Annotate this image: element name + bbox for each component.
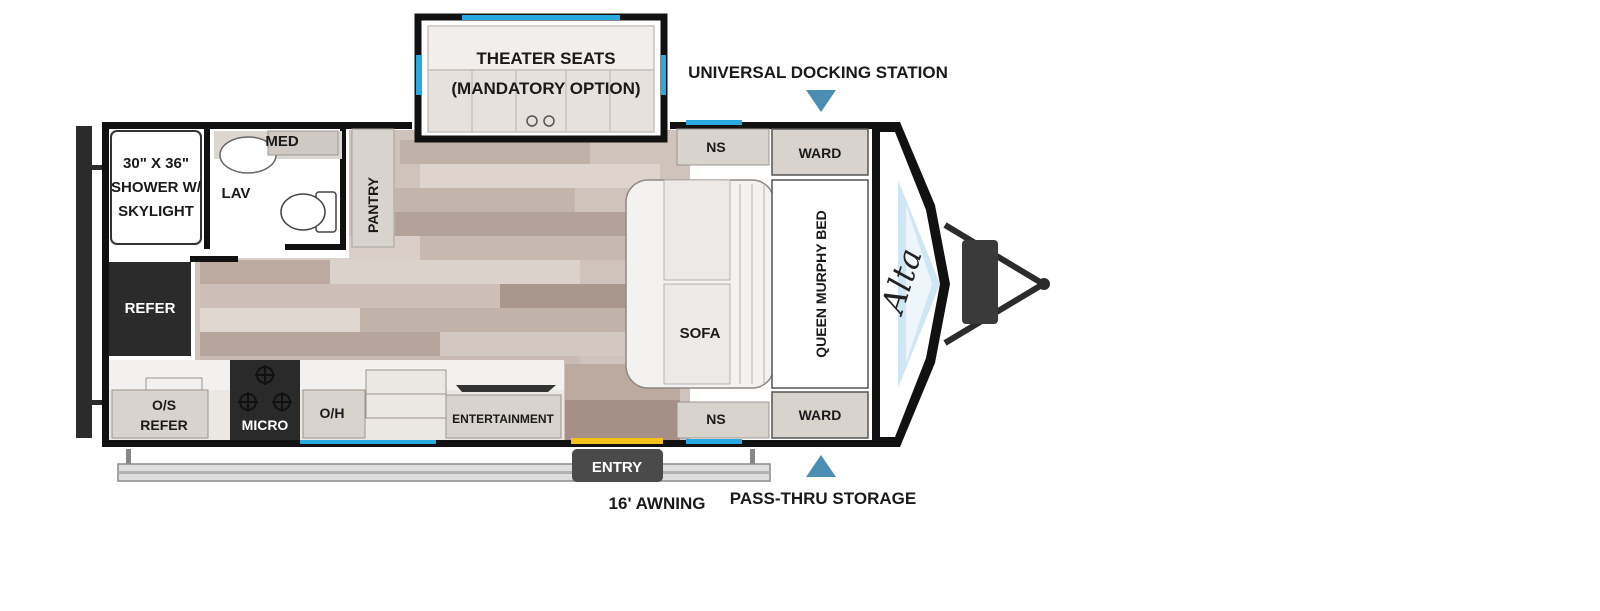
- pantry: [351, 128, 395, 248]
- theater-seats-option-label: (MANDATORY OPTION): [451, 79, 640, 98]
- entry-door: [572, 449, 663, 482]
- window-top-ns: [686, 120, 742, 125]
- skylight-label: SKYLIGHT: [118, 203, 194, 220]
- docking-arrow-icon: [806, 90, 836, 112]
- sofa-label: SOFA: [680, 325, 721, 342]
- nightstand-top: [676, 128, 770, 166]
- trailer-walls: [76, 122, 878, 447]
- entry-step: [571, 438, 663, 444]
- refer: [109, 262, 191, 356]
- wood-floor: [195, 130, 690, 440]
- refer-label: REFER: [125, 300, 176, 317]
- entry-label: ENTRY: [592, 459, 642, 476]
- wardrobe-top: [771, 128, 869, 176]
- kitchen-counter: [109, 360, 564, 440]
- theater-slideout: [414, 13, 668, 143]
- bathroom: [109, 129, 349, 262]
- os-refer-label-2: REFER: [140, 417, 187, 433]
- front-cap: [872, 122, 950, 447]
- shower-label: SHOWER W/: [111, 179, 202, 196]
- oh-label: O/H: [320, 405, 345, 421]
- queen-murphy-bed: [771, 179, 869, 389]
- lav-label: LAV: [222, 185, 251, 202]
- window-bottom-ns: [686, 439, 742, 444]
- universal-docking-station-label: UNIVERSAL DOCKING STATION: [688, 63, 948, 82]
- queen-murphy-bed-label: QUEEN MURPHY BED: [813, 210, 829, 358]
- ns-bottom-label: NS: [706, 411, 725, 427]
- pantry-label: PANTRY: [365, 176, 381, 233]
- sofa: [625, 179, 775, 389]
- ward-top-label: WARD: [799, 145, 842, 161]
- med-label: MED: [265, 133, 299, 150]
- hitch: [943, 222, 1050, 346]
- pass-thru-arrow-icon: [806, 455, 836, 477]
- ns-top-label: NS: [706, 139, 725, 155]
- pass-thru-storage-label: PASS-THRU STORAGE: [730, 489, 916, 508]
- theater-seats-label: THEATER SEATS: [476, 49, 615, 68]
- awning-label: 16' AWNING: [609, 494, 706, 513]
- nightstand-bottom: [676, 401, 770, 439]
- ward-bottom-label: WARD: [799, 407, 842, 423]
- awning: [117, 449, 771, 482]
- shower-size-label: 30" X 36": [123, 155, 189, 172]
- entertainment-label: ENTERTAINMENT: [452, 412, 554, 426]
- window-bottom-kitchen: [300, 439, 436, 444]
- stove-burners-icon: [238, 365, 292, 412]
- micro-label: MICRO: [242, 417, 289, 433]
- os-refer-label: O/S: [152, 397, 176, 413]
- wardrobe-bottom: [771, 391, 869, 439]
